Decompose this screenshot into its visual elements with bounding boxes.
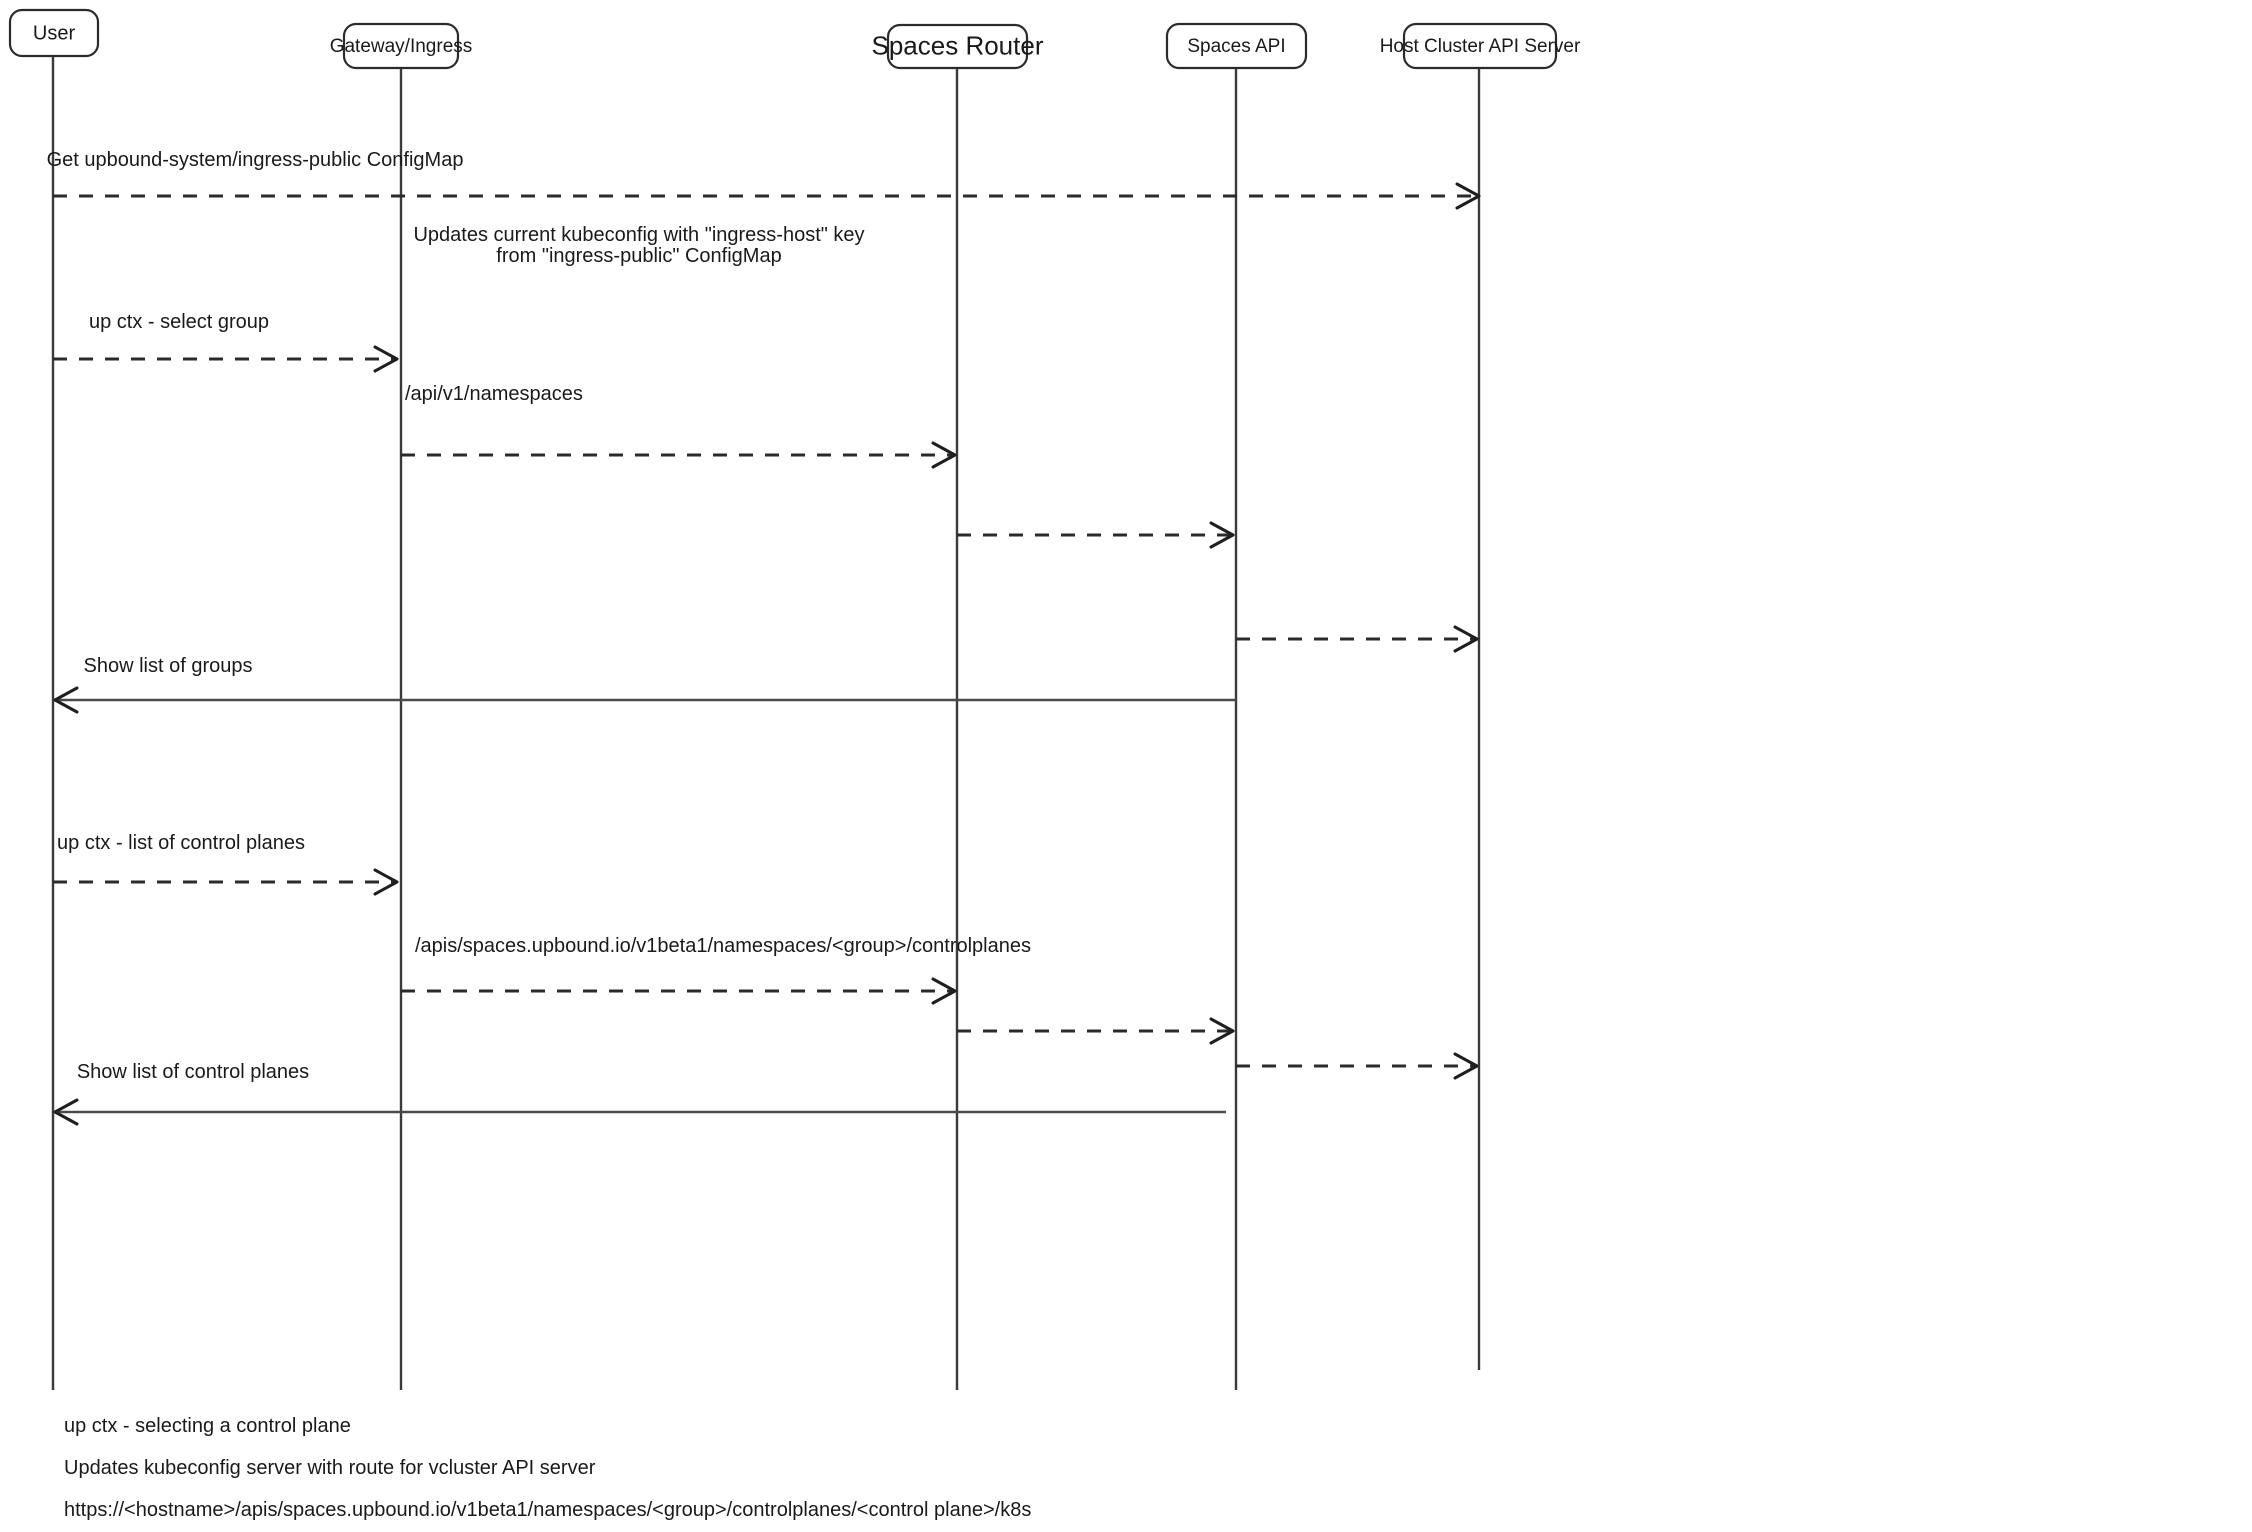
participant-box-gateway[interactable]: [342, 22, 460, 70]
message-m8: /apis/spaces.upbound.io/v1beta1/namespac…: [401, 935, 1031, 1005]
message-m2: up ctx - select group: [53, 311, 399, 373]
participant-label-router: Spaces Router: [872, 30, 1044, 60]
message-m5: [1236, 625, 1479, 653]
message-m6: Show list of groups: [53, 655, 1236, 714]
arrowhead-icon-m11: [53, 1098, 79, 1126]
participant-box-router[interactable]: [886, 23, 1029, 70]
message-m10: [1236, 1052, 1479, 1080]
messages-layer: Get upbound-system/ingress-public Config…: [47, 149, 1481, 1126]
arrowhead-icon-m4: [1209, 521, 1235, 549]
message-note1: Updates current kubeconfig with "ingress…: [413, 224, 864, 267]
footer-note-f1: up ctx - selecting a control plane: [64, 1415, 351, 1437]
arrowhead-icon-m7: [373, 868, 399, 896]
message-m3: /api/v1/namespaces: [401, 383, 957, 469]
message-m7: up ctx - list of control planes: [53, 832, 399, 896]
footer-note-f2: Updates kubeconfig server with route for…: [64, 1457, 596, 1479]
footer-note-f3: https://<hostname>/apis/spaces.upbound.i…: [64, 1499, 1031, 1521]
arrowhead-icon-m10: [1453, 1052, 1479, 1080]
participant-spapi[interactable]: Spaces API: [1165, 22, 1308, 70]
message-label-m3: /api/v1/namespaces: [405, 383, 583, 405]
lifelines-layer: [51, 56, 1481, 1390]
message-label-m1: Get upbound-system/ingress-public Config…: [47, 149, 464, 171]
participant-gateway[interactable]: Gateway/Ingress: [330, 22, 473, 70]
arrowhead-icon-m6: [53, 686, 79, 714]
message-label-m7: up ctx - list of control planes: [57, 832, 305, 854]
arrowhead-icon-m2: [373, 345, 399, 373]
message-m4: [957, 521, 1235, 549]
participant-box-spapi[interactable]: [1165, 22, 1308, 70]
participant-box-hostapi[interactable]: [1402, 22, 1558, 70]
message-label-m2: up ctx - select group: [89, 311, 269, 333]
participant-label-spapi: Spaces API: [1187, 36, 1285, 57]
message-m1: Get upbound-system/ingress-public Config…: [47, 149, 1481, 210]
participant-label-hostapi: Host Cluster API Server: [1380, 36, 1581, 57]
participant-label-user: User: [33, 22, 76, 44]
footer-notes-layer: up ctx - selecting a control planeUpdate…: [64, 1415, 1031, 1521]
message-m11: Show list of control planes: [53, 1061, 1226, 1126]
arrowhead-icon-m8: [931, 977, 957, 1005]
arrowhead-icon-m3: [931, 441, 957, 469]
message-label-m6: Show list of groups: [84, 655, 253, 677]
participant-label-gateway: Gateway/Ingress: [330, 36, 473, 57]
participant-user[interactable]: User: [8, 8, 100, 58]
participant-hostapi[interactable]: Host Cluster API Server: [1380, 22, 1581, 70]
arrowhead-icon-m9: [1209, 1017, 1235, 1045]
participant-box-user[interactable]: [8, 8, 100, 58]
arrowhead-icon-m5: [1453, 625, 1479, 653]
participant-router[interactable]: Spaces Router: [872, 23, 1044, 70]
message-m9: [957, 1017, 1235, 1045]
message-label-m8: /apis/spaces.upbound.io/v1beta1/namespac…: [415, 935, 1031, 957]
note-text-note1-line2: from "ingress-public" ConfigMap: [496, 245, 781, 267]
arrowhead-icon-m1: [1455, 182, 1481, 210]
note-text-note1-line1: Updates current kubeconfig with "ingress…: [413, 224, 864, 246]
message-label-m11: Show list of control planes: [77, 1061, 309, 1083]
